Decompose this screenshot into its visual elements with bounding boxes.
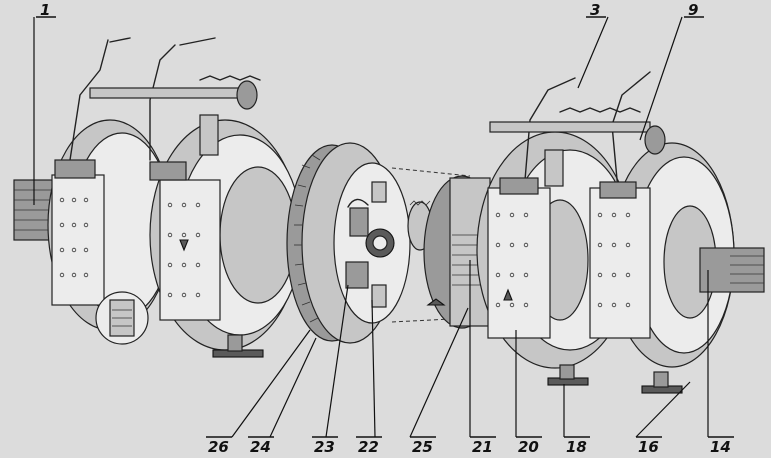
callout-14: 14 [710, 438, 731, 456]
right-splined-shaft [699, 247, 765, 293]
right-mounting-feet [547, 364, 683, 394]
right-brake-assembly [407, 71, 765, 394]
callout-1: 1 [40, 1, 50, 19]
left-inner-brake-drum [149, 119, 303, 351]
leader-25 [409, 307, 469, 438]
leader-23 [325, 284, 349, 438]
leader-26 [231, 329, 311, 438]
callout-labels: 1 3 9 26 24 23 22 25 21 20 18 16 14 [36, 1, 734, 456]
left-lever-linkage [54, 37, 261, 181]
callout-21: 21 [472, 438, 493, 456]
callout-25: 25 [412, 438, 433, 456]
callout-22: 22 [358, 438, 379, 456]
right-outer-brake-drum [589, 142, 735, 368]
leader-24 [269, 337, 317, 438]
leader-16 [635, 381, 691, 438]
callout-18: 18 [566, 438, 587, 456]
right-lever-linkage [489, 71, 666, 199]
callout-16: 16 [638, 438, 659, 456]
leader-9 [639, 16, 683, 141]
detail-inset-circle [95, 291, 149, 345]
leader-lines [33, 16, 709, 438]
callout-23: 23 [314, 438, 335, 456]
leader-22 [371, 299, 376, 438]
callout-9: 9 [688, 1, 698, 19]
callout-24: 24 [250, 438, 271, 456]
callout-26: 26 [208, 438, 229, 456]
central-bevel-gear [286, 142, 411, 344]
differential-pinions [345, 181, 395, 308]
callout-3: 3 [590, 1, 600, 19]
left-brake-assembly [13, 37, 303, 358]
callout-20: 20 [518, 438, 539, 456]
left-mounting-foot [212, 334, 264, 358]
leader-3 [577, 16, 609, 89]
